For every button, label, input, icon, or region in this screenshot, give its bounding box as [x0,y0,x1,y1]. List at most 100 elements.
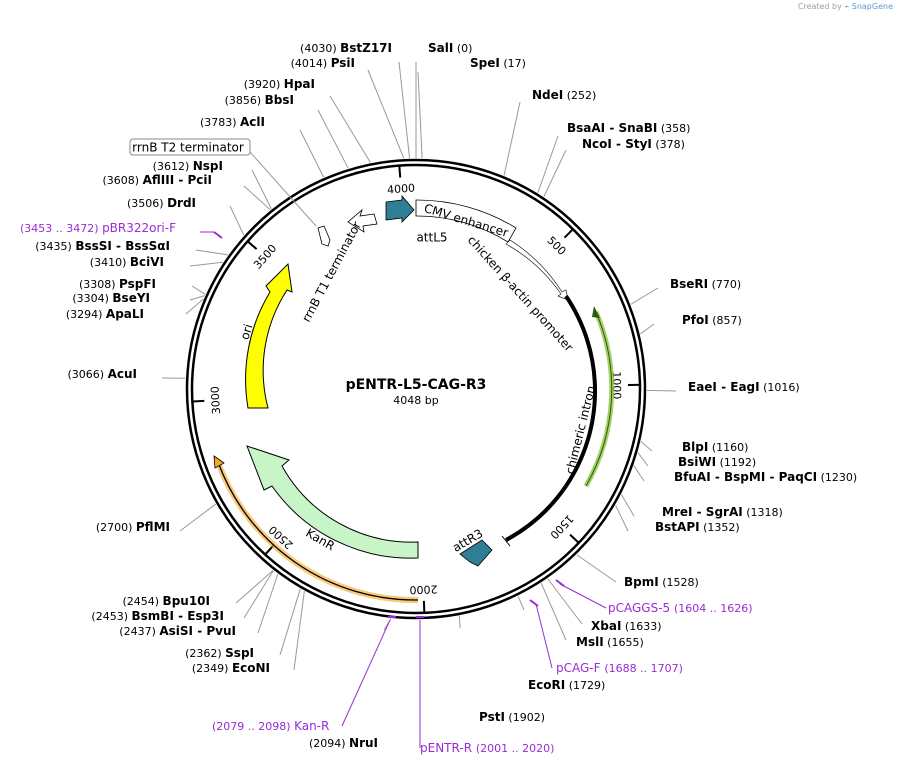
enzyme-leader-line [243,570,274,619]
enzyme-label: (2454) Bpu10I [122,594,210,608]
cab-promoter-feature [505,239,569,301]
enzyme-position: (17) [500,57,526,70]
enzyme-label: XbaI (1633) [591,619,661,633]
enzyme-name: BsiWI [678,455,716,469]
enzyme-name: BseRI [670,277,708,291]
rrnB-T1-feature [347,208,378,233]
enzyme-position: (3410) [90,256,130,269]
enzyme-name: SalI [428,41,453,55]
enzyme-position: (857) [709,314,742,327]
enzyme-name: BpmI [624,575,659,589]
kanr-feature [246,445,419,559]
enzyme-name: NdeI [532,88,563,102]
enzyme-label: (4014) PsiI [291,56,355,70]
enzyme-position: (3856) [225,94,265,107]
cmv-enhancer-feature [415,199,517,243]
enzyme-label: EaeI - EagI (1016) [688,380,800,394]
enzyme-position: (1633) [621,620,661,633]
enzyme-position: (3294) [66,308,106,321]
enzyme-leader-line [615,505,629,532]
attR3-feature [459,539,493,567]
enzyme-leader-line [633,465,645,482]
enzyme-name: AsiSI [159,624,193,638]
enzyme-name: ApaLI [106,307,144,321]
enzyme-label: PfoI (857) [682,313,742,327]
enzyme-name: MslI [576,635,604,649]
enzyme-name: SpeI [470,56,500,70]
enzyme-name: SspI [225,646,254,660]
enzyme-position: (2453) [91,610,131,623]
enzyme-name: EcoNI [232,661,270,675]
chimeric-intron-lower [505,484,568,542]
enzyme-label: (3410) BciVI [90,255,164,269]
chimeric-intron-feature [564,294,597,488]
feature-label: rrnB T2 terminator [132,141,244,155]
enzyme-leader-line [547,578,583,625]
credit-prefix: Created by [797,2,842,11]
primer-text: (3453 .. 3472) [20,222,102,235]
primer-label: pENTR-R (2001 .. 2020) [420,741,554,755]
primer-text: pENTR-R [420,741,476,755]
enzyme-label: NcoI - StyI (378) [582,137,685,151]
enzyme-label: BpmI (1528) [624,575,699,589]
enzyme-label: (2362) SspI [185,646,254,660]
enzyme-name: - SnaBI [605,121,657,135]
primer-text: (1688 .. 1707) [604,662,683,675]
primer-label: pCAG-F (1688 .. 1707) [556,661,683,675]
enzyme-label: MreI - SgrAI (1318) [662,505,783,519]
enzyme-leader-line [417,71,423,159]
enzyme-position: (3608) [103,174,143,187]
enzyme-label: (2349) EcoNI [192,661,270,675]
enzyme-label: (2094) NruI [309,736,378,750]
ori-primer-line [217,461,419,601]
enzyme-leader-line [503,101,521,176]
enzyme-label: BseRI (770) [670,277,741,291]
enzyme-position: (3066) [68,368,108,381]
enzyme-label: (3856) BbsI [225,93,294,107]
enzyme-position: (1352) [700,521,740,534]
enzyme-label: (2453) BsmBI - Esp3I [91,609,224,623]
enzyme-name: - PciI [174,173,212,187]
enzyme-name: MreI [662,505,692,519]
tick-mark [398,165,402,178]
enzyme-name: PstI [479,710,505,724]
intron-primer-head [592,306,600,318]
enzyme-position: (2700) [96,521,136,534]
enzyme-leader-line [243,185,271,211]
enzyme-leader-line [620,494,635,517]
feature-label-box [129,138,251,156]
enzyme-position: (4014) [291,57,331,70]
enzyme-leader-line [630,287,659,305]
enzyme-name: - BssSαI [112,239,170,253]
enzyme-position: (0) [453,42,472,55]
feature-label: attL5 [416,231,447,245]
enzyme-leader-line [279,588,301,656]
enzyme-label: (3066) AcuI [68,367,138,381]
primer-label: (2079 .. 2098) Kan-R [212,719,329,733]
enzyme-name: - EagI [717,380,760,394]
enzyme-name: BseYI [112,291,150,305]
enzyme-position: (3920) [244,78,284,91]
tick-label: 4000 [387,182,416,197]
enzyme-name: NcoI [582,137,612,151]
enzyme-label: (3308) PspFI [79,277,156,291]
enzyme-name: BssSI [75,239,112,253]
enzyme-position: (2454) [122,595,162,608]
enzyme-leader-line [195,249,228,256]
primer-leader-line [535,603,553,669]
enzyme-label: (4030) BstZ17I [300,41,392,55]
enzyme-leader-line [640,441,653,452]
enzyme-leader-line [640,323,655,335]
primer-text: pBR322ori-F [102,221,176,235]
enzyme-label: SpeI (17) [470,56,526,70]
enzyme-leader-line [229,205,245,236]
enzyme-name: BstZ17I [340,41,392,55]
enzyme-name: AcuI [108,367,137,381]
enzyme-name: - Esp3I [174,609,224,623]
backbone-inner [190,163,642,615]
enzyme-leader-line [185,298,204,315]
enzyme-label: (3920) HpaI [244,77,315,91]
tick-mark [192,399,205,403]
enzyme-label: (3304) BseYI [72,291,150,305]
enzyme-label: BsiWI (1192) [678,455,756,469]
